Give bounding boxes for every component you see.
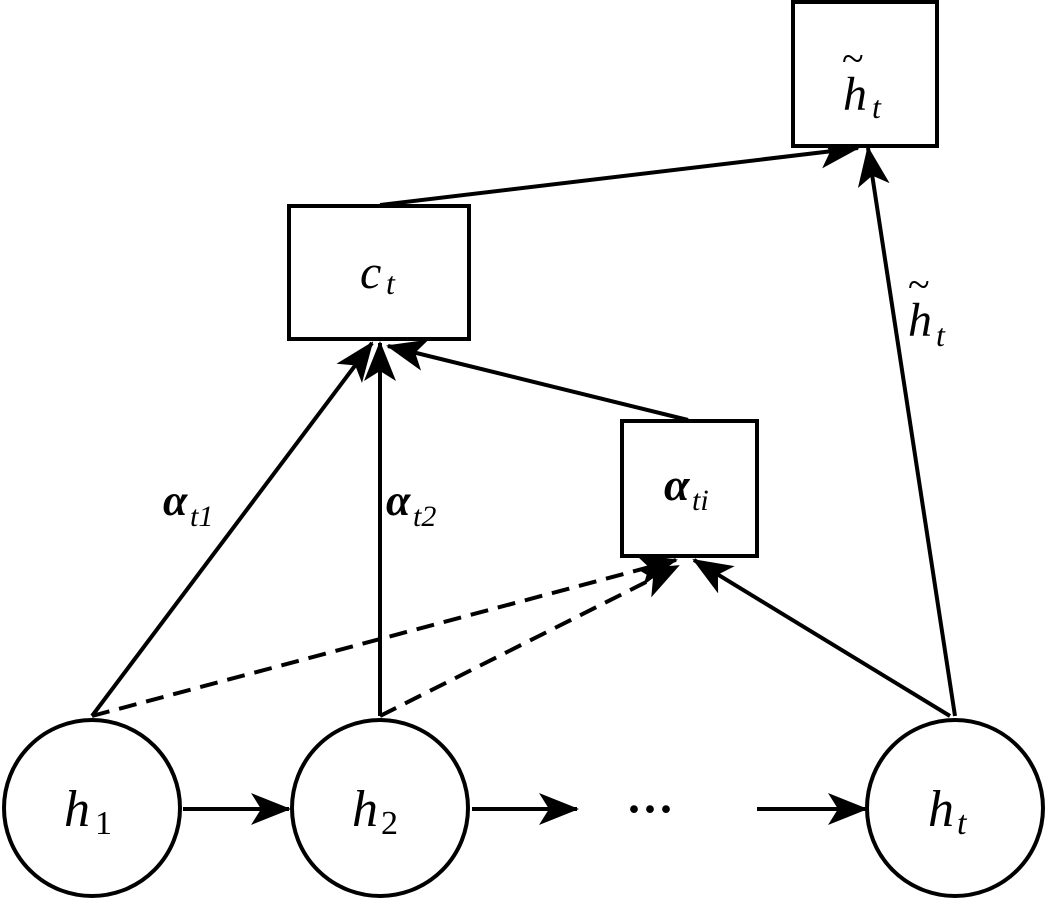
edge-attention-to-context bbox=[386, 339, 689, 422]
ellipsis: ··· bbox=[626, 783, 674, 836]
htilde-edge-tilde: ~ bbox=[908, 262, 930, 307]
alpha-t1-var: α bbox=[163, 476, 188, 525]
attention-var: α bbox=[664, 459, 691, 510]
h2-sub: 2 bbox=[381, 805, 398, 842]
h1-var: h bbox=[64, 781, 90, 838]
h2-var: h bbox=[352, 781, 378, 838]
edges bbox=[90, 136, 957, 825]
node-h2: h 2 bbox=[290, 718, 470, 898]
box-attention: α ti bbox=[620, 419, 759, 558]
label-htilde-edge: h t ~ bbox=[908, 262, 946, 353]
alpha-t1-sub: t1 bbox=[190, 500, 213, 533]
edge-context-to-output bbox=[379, 136, 860, 207]
node-ht: h t bbox=[865, 718, 1045, 898]
edge-ht-to-output bbox=[857, 146, 957, 717]
htilde-edge-sub: t bbox=[936, 317, 946, 353]
context-var: c bbox=[360, 246, 381, 299]
label-alpha-t2: α t2 bbox=[386, 476, 436, 533]
edge-h1-to-context bbox=[90, 341, 374, 718]
label-alpha-t1: α t1 bbox=[163, 476, 213, 533]
ht-sub: t bbox=[957, 805, 968, 842]
alpha-t2-var: α bbox=[386, 476, 411, 525]
output-tilde: ~ bbox=[842, 36, 864, 81]
output-var: h bbox=[843, 68, 867, 121]
output-sub: t bbox=[872, 89, 882, 125]
edge-h1-to-attention-dashed bbox=[91, 554, 678, 718]
htilde-edge-var: h bbox=[908, 294, 932, 347]
edge-ht-to-attention bbox=[692, 558, 952, 718]
box-output: h t ~ bbox=[791, 0, 939, 148]
edge-h2-to-attention-dashed bbox=[379, 564, 680, 718]
node-h1: h 1 bbox=[2, 718, 182, 898]
ht-var: h bbox=[928, 781, 954, 838]
context-sub: t bbox=[386, 265, 396, 301]
attention-sub: ti bbox=[692, 484, 709, 517]
alpha-t2-sub: t2 bbox=[413, 500, 436, 533]
box-context: c t bbox=[287, 204, 471, 341]
h1-sub: 1 bbox=[95, 805, 112, 842]
